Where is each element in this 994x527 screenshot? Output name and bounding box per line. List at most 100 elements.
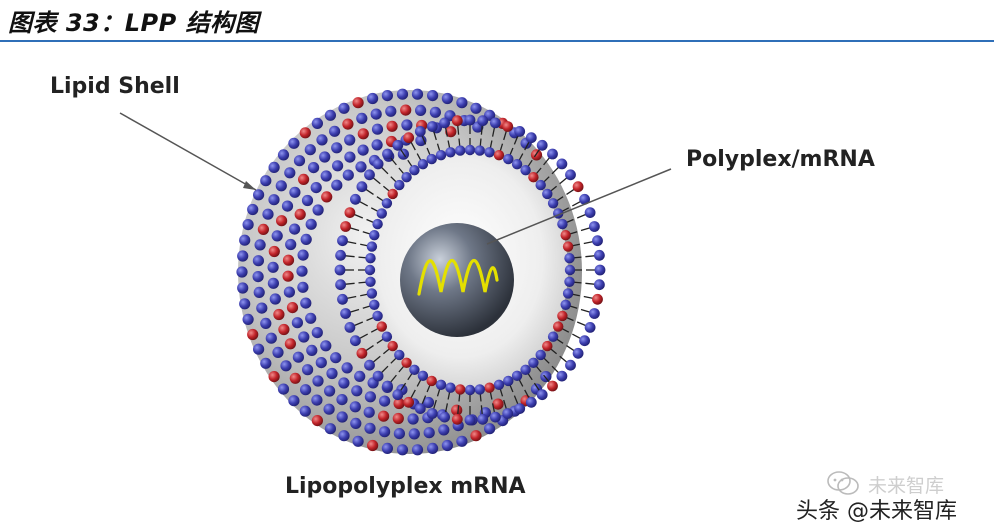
lipid-head-blue [340, 308, 351, 319]
lipid-head-blue [514, 125, 526, 137]
lipid-head-blue [253, 343, 265, 355]
lipid-head-blue [350, 335, 361, 347]
lipid-head-blue [289, 223, 301, 235]
lipid-head-blue [470, 102, 482, 114]
lipid-head-blue [344, 151, 356, 163]
lipid-head-blue [564, 276, 575, 287]
lipid-head-blue [477, 115, 489, 127]
lipid-head-blue [490, 411, 501, 423]
lipid-head-blue [356, 181, 368, 193]
lipid-head-blue [589, 308, 600, 319]
lipid-head-red [426, 375, 437, 387]
lipid-head-blue [310, 182, 322, 194]
lipid-head-blue [247, 203, 259, 216]
lipid-head-blue [239, 234, 251, 246]
lipid-head-blue [239, 298, 251, 310]
lipid-head-blue [484, 147, 495, 158]
lipid-head-blue [401, 119, 413, 131]
lipid-head-blue [331, 179, 343, 191]
polyplex-pointer [486, 168, 672, 245]
lipid-head-red [400, 104, 412, 116]
lipid-head-blue [364, 264, 376, 276]
lipid-head-red [560, 230, 571, 241]
lipid-head-blue [393, 428, 405, 440]
lipid-head-blue [367, 92, 379, 105]
lipid-head-blue [302, 364, 314, 376]
lipid-head-red [367, 439, 379, 452]
lipid-head-blue [320, 340, 332, 352]
lipid-head-blue [379, 395, 391, 407]
lipid-head-blue [411, 88, 424, 100]
lipid-head-blue [438, 424, 450, 436]
lipid-head-blue [324, 423, 336, 435]
lipid-head-red [386, 120, 398, 132]
lipid-head-blue [237, 282, 249, 294]
lipid-head-red [387, 340, 398, 352]
lipid-head-blue [572, 347, 584, 359]
lipid-head-blue [589, 221, 600, 232]
lipid-head-red [455, 384, 466, 395]
lipid-head-blue [372, 218, 383, 230]
lipid-head-blue [311, 394, 323, 406]
lipid-head-blue [556, 158, 568, 170]
lipid-head-blue [311, 117, 323, 129]
lipid-head-red [387, 188, 398, 200]
lipid-head-blue [520, 364, 531, 375]
lipid-head-blue [423, 427, 435, 439]
lipid-head-blue [253, 286, 265, 298]
lipid-head-blue [407, 413, 419, 425]
lipid-head-blue [520, 165, 531, 176]
lipid-head-blue [542, 188, 553, 200]
lipid-head-red [247, 328, 259, 341]
lipid-head-blue [337, 293, 348, 305]
polyplex-label: Polyplex/mRNA [686, 147, 875, 172]
lipid-head-blue [293, 155, 306, 167]
lipid-head-blue [297, 281, 309, 293]
title-divider [0, 40, 994, 42]
lipid-head-blue [435, 379, 447, 390]
lipid-head-blue [284, 167, 296, 179]
lipid-head-blue [365, 253, 376, 264]
lipid-head-blue [357, 144, 369, 156]
lipid-head-blue [427, 442, 439, 454]
lipid-head-blue [414, 125, 426, 137]
lipid-head-blue [381, 198, 393, 209]
lipid-head-red [357, 128, 369, 140]
lipid-head-blue [557, 218, 568, 230]
lipid-head-blue [540, 371, 552, 383]
lipid-head-red [268, 371, 280, 383]
lipid-head-blue [354, 370, 366, 382]
lipid-head-blue [455, 145, 466, 156]
lipid-head-blue [341, 362, 353, 374]
lipid-head-blue [305, 312, 317, 324]
lipid-head-blue [336, 411, 348, 423]
lipid-head-blue [396, 88, 409, 100]
lipid-head-blue [525, 132, 537, 144]
lipid-head-blue [260, 317, 272, 329]
lipid-head-red [299, 127, 311, 139]
lipid-head-blue [308, 162, 320, 174]
lipid-head-blue [594, 279, 605, 291]
lipid-head-red [276, 215, 288, 227]
lipid-head-blue [382, 148, 393, 160]
lipid-head-blue [564, 253, 575, 264]
lipid-head-blue [312, 375, 324, 387]
lipid-head-blue [409, 165, 420, 176]
lipid-head-blue [594, 249, 605, 261]
lipid-head-blue [445, 147, 456, 158]
lipid-head-red [378, 410, 390, 422]
lipid-head-blue [330, 352, 342, 364]
lipid-head-red [356, 347, 368, 359]
lipid-head-blue [300, 233, 312, 245]
lipid-head-blue [584, 207, 596, 219]
lipid-head-blue [426, 153, 437, 165]
lipid-head-blue [511, 370, 523, 381]
lipid-head-blue [490, 117, 501, 129]
lipid-head-blue [324, 109, 336, 121]
lipid-head-blue [579, 335, 590, 347]
lipid-head-blue [382, 380, 393, 392]
lipid-head-blue [268, 161, 280, 173]
lipid-head-blue [291, 317, 303, 329]
